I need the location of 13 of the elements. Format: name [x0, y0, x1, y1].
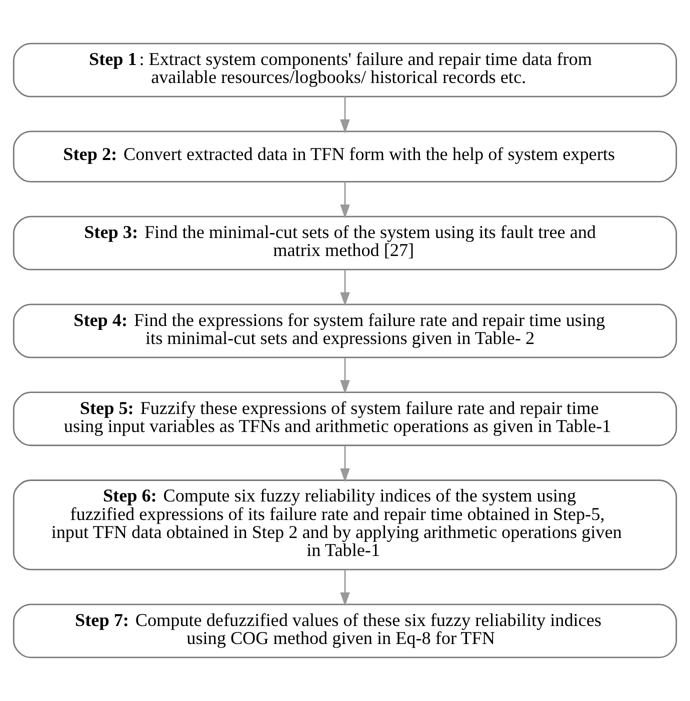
arrow: [340, 570, 350, 606]
node-box: Step 5: Fuzzify these expressions of system failure rate and repair time using input variables as TFNs and arithmetic operations as given in Table-1: [12, 392, 678, 446]
node-box: Step 7: Compute defuzzified values of these six fuzzy reliability indices using COG method given in Eq-8 for TFN: [12, 604, 678, 658]
arrow: [340, 446, 350, 482]
arrow: [340, 96, 350, 134]
arrow: [340, 182, 350, 219]
node-box: Step 3: Find the minimal-cut sets of the system using its fault tree and matrix method [27]: [12, 216, 678, 270]
node-box: Step 6: Compute six fuzzy reliability indices of the system using fuzzified expressions of its failure rate and repair time obtained in Step-5, input TFN data obtained in Step 2 and by applying arithmetic operations given in Table-1: [12, 480, 678, 570]
node-box: Step 2: Convert extracted data in TFN form with the help of system experts: [12, 130, 678, 182]
node-box: Step 4: Find the expressions for system failure rate and repair time using its minimal-cut sets and expressions given in Table- 2: [12, 304, 678, 358]
node-box: Step 1: Extract system components' failure and repair time data from available resources/logbooks/ historical records etc.: [12, 42, 678, 98]
arrow: [340, 358, 350, 394]
arrow: [340, 270, 350, 306]
